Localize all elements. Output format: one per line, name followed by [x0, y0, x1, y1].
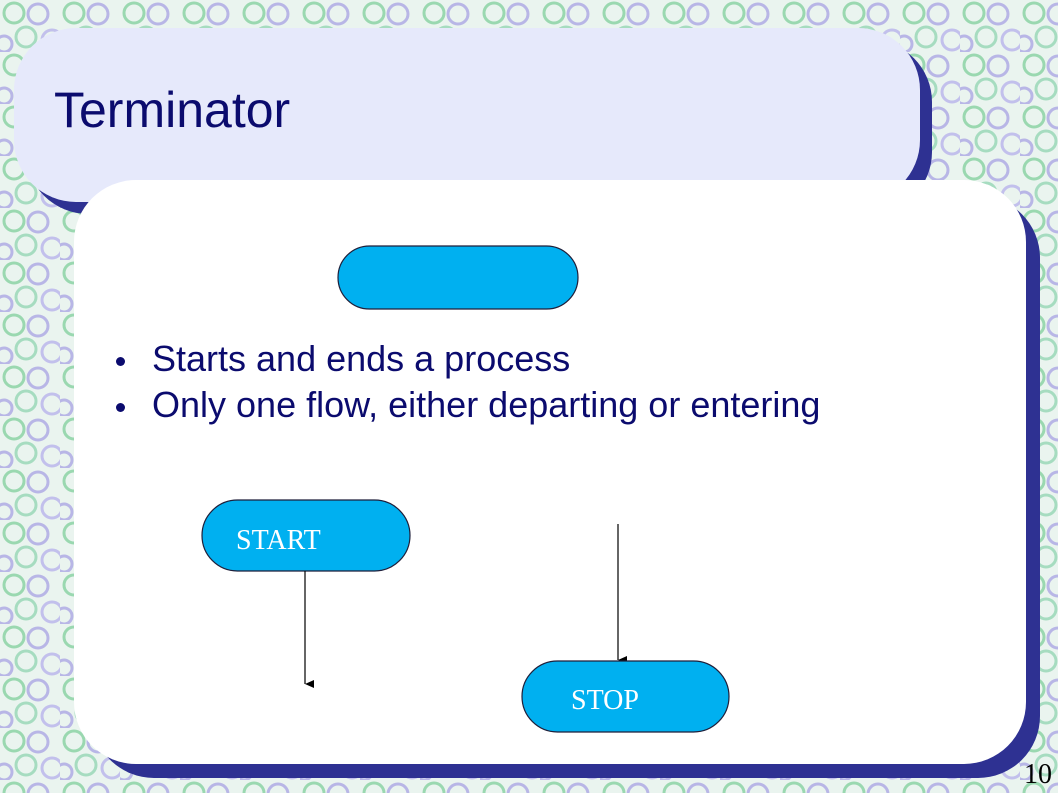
- bullet-list: Starts and ends a process Only one flow,…: [116, 336, 820, 428]
- terminator-start-shape: [201, 499, 411, 572]
- page-number: 10: [1024, 759, 1052, 790]
- terminator-shape-sample: [337, 245, 579, 310]
- slide-title: Terminator: [54, 82, 291, 138]
- bullet-item: Only one flow, either departing or enter…: [116, 382, 820, 428]
- bullet-dot-icon: [116, 357, 125, 366]
- terminator-stop-label: STOP: [571, 685, 639, 716]
- bullet-item: Starts and ends a process: [116, 336, 820, 382]
- bullet-text: Only one flow, either departing or enter…: [152, 384, 821, 425]
- terminator-stop-shape: [521, 660, 730, 733]
- bullet-dot-icon: [116, 403, 125, 412]
- bullet-text: Starts and ends a process: [152, 338, 571, 379]
- terminator-start-label: START: [236, 525, 321, 556]
- title-panel: [14, 28, 920, 202]
